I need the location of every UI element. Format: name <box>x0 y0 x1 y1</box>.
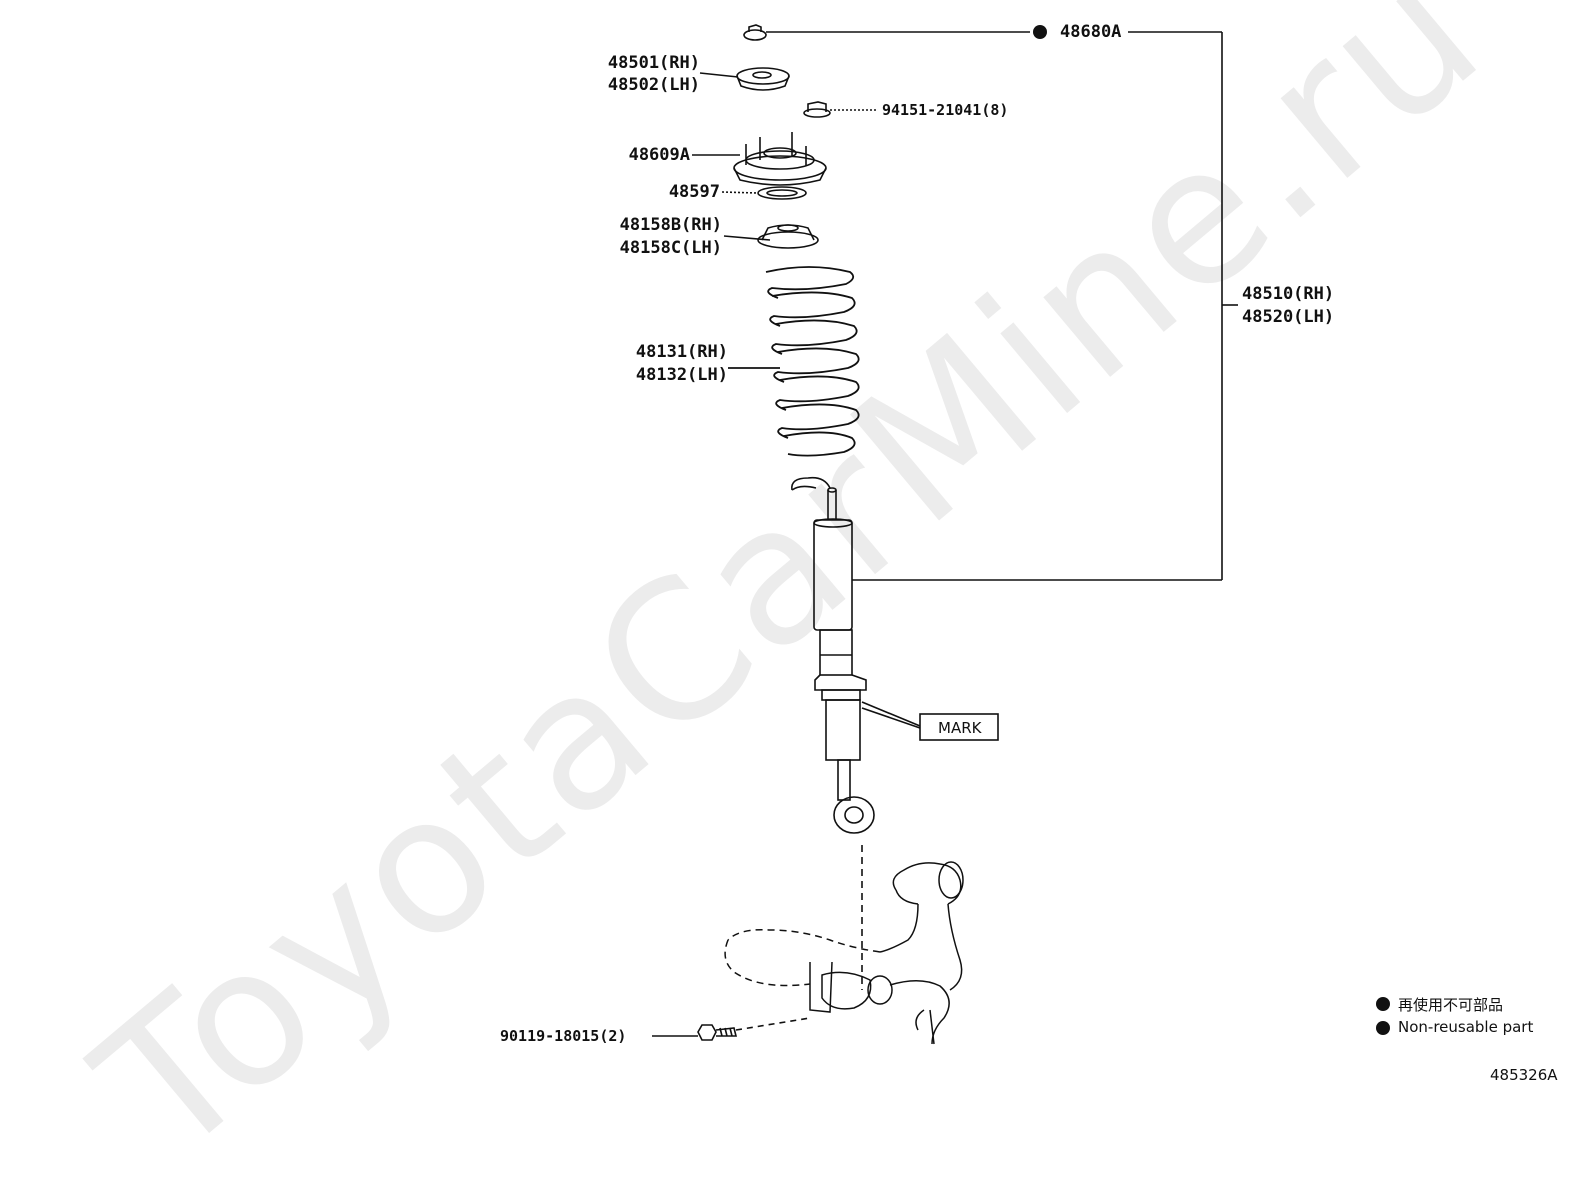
coil-spring-drawing <box>728 266 860 457</box>
label-48131-rh: 48131(RH) <box>635 342 728 362</box>
parts-diagram: ToyotaCarMine.ru <box>59 0 1558 1199</box>
label-48158c-lh: 48158C(LH) <box>619 238 722 258</box>
insulator-drawing <box>723 224 819 249</box>
legend-english: Non-reusable part <box>1398 1018 1534 1036</box>
nut-48680a-drawing <box>743 24 1238 581</box>
label-48510-rh: 48510(RH) <box>1242 284 1335 304</box>
nut-94151-drawing <box>803 101 878 118</box>
label-48597: 48597 <box>668 182 720 202</box>
shock-absorber-drawing <box>791 476 999 990</box>
label-48501-rh: 48501(RH) <box>607 53 700 73</box>
label-48132-lh: 48132(LH) <box>635 365 728 385</box>
legend-japanese: 再使用不可部品 <box>1398 996 1504 1014</box>
label-48680a: 48680A <box>1060 22 1122 42</box>
lower-arm-drawing <box>724 861 964 1045</box>
label-94151: 94151-21041(8) <box>882 101 1009 119</box>
non-reusable-dot <box>1033 25 1047 39</box>
support-cap-drawing <box>699 67 790 91</box>
mark-box <box>919 713 999 741</box>
label-90119: 90119-18015(2) <box>500 1027 627 1045</box>
diagram-drawing <box>652 24 1390 1045</box>
label-48609a: 48609A <box>628 145 690 165</box>
label-48520-lh: 48520(LH) <box>1242 307 1335 327</box>
mark-label: MARK <box>938 719 982 737</box>
label-48158b-rh: 48158B(RH) <box>619 215 722 235</box>
diagram-id: 485326A <box>1490 1066 1558 1084</box>
bolt-drawing <box>652 1017 811 1041</box>
washer-drawing <box>721 186 807 200</box>
legend-dot-1 <box>1376 997 1390 1011</box>
label-48502-lh: 48502(LH) <box>607 75 700 95</box>
upper-support-drawing <box>692 132 827 186</box>
legend-dot-2 <box>1376 1021 1390 1035</box>
